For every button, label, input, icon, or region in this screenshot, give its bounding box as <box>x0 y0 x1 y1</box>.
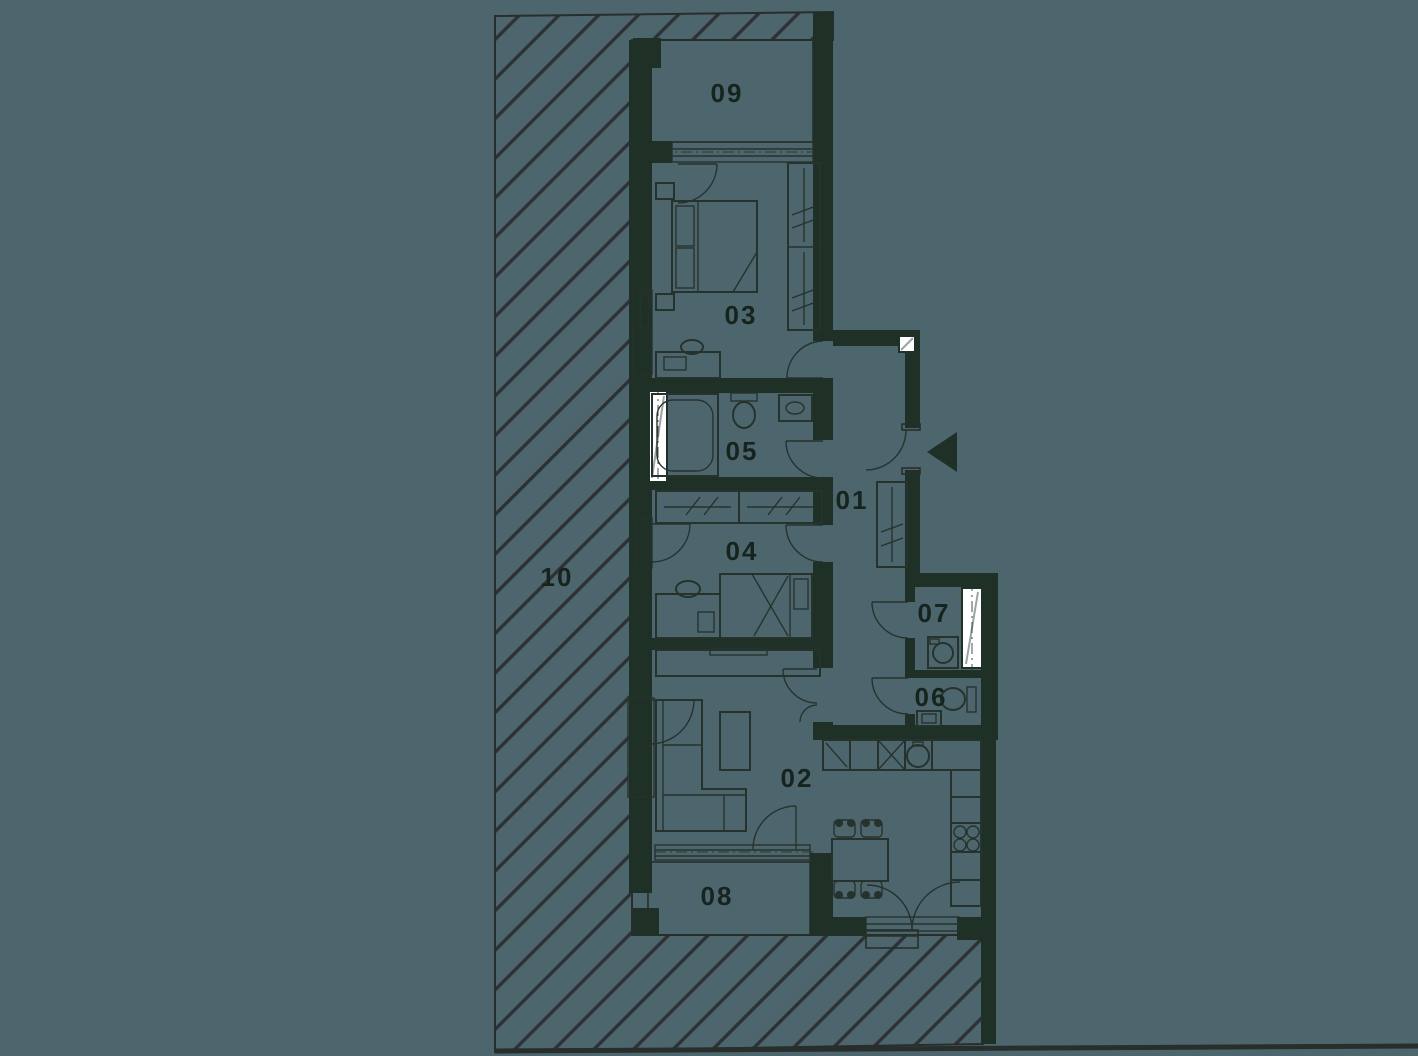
dining-set <box>831 819 889 899</box>
kitchen <box>822 739 982 907</box>
wardrobe-03 <box>787 162 821 331</box>
room-label-02: 02 <box>781 763 814 793</box>
bathtub <box>651 393 719 477</box>
living-area <box>655 647 821 832</box>
furniture-room-04 <box>655 573 813 639</box>
door-09-03 <box>677 163 718 204</box>
entry-landing <box>865 929 919 949</box>
balcony-door-02 <box>866 881 961 931</box>
toilet-bowl <box>732 401 756 429</box>
toilet-tank <box>730 392 758 402</box>
room-label-04: 04 <box>726 536 759 566</box>
room-label-01: 01 <box>836 485 869 515</box>
room-label-07: 07 <box>918 598 951 628</box>
door-01-04 <box>785 524 824 563</box>
door-01-07 <box>871 601 909 639</box>
corner-sofa <box>655 699 747 832</box>
kitchen-counter-top <box>822 739 982 771</box>
washbasin <box>778 394 813 422</box>
closet-row-04 <box>655 490 823 524</box>
door-01-03 <box>786 340 824 379</box>
door-02-08 <box>752 805 797 850</box>
garden-door-frame-03 <box>632 289 653 375</box>
garden-door-04 <box>651 523 691 563</box>
door-01-02 <box>782 668 818 723</box>
chair <box>860 880 883 899</box>
nightstand <box>655 182 675 200</box>
dressing-desk <box>655 351 721 379</box>
tv-cabinet <box>655 649 821 677</box>
room-labels: 01 02 03 04 05 06 07 08 09 10 <box>541 78 951 911</box>
furniture-room-03 <box>655 162 821 379</box>
desk-chair <box>675 580 701 598</box>
chair <box>860 819 883 838</box>
toilet-bowl <box>940 687 966 711</box>
chair <box>833 880 856 899</box>
single-bed <box>719 573 813 639</box>
kitchen-sink <box>906 744 930 768</box>
furniture-room-01 <box>876 481 908 568</box>
window-band-09-03 <box>671 141 814 163</box>
room-label-05: 05 <box>726 436 759 466</box>
center-dash-lines <box>640 151 973 925</box>
windows <box>627 141 983 932</box>
hall-wardrobe <box>876 481 908 568</box>
room-label-09: 09 <box>711 78 744 108</box>
walls <box>629 12 998 1044</box>
coffee-table <box>719 711 751 771</box>
plot-boundary-bottom <box>494 1043 1418 1054</box>
doors <box>649 163 961 931</box>
door-01-05 <box>785 440 824 479</box>
entrance-arrow <box>927 432 957 472</box>
furniture-room-06 <box>916 686 977 727</box>
kitchen-counter-side <box>950 769 982 907</box>
dining-table <box>831 838 889 882</box>
tv <box>709 647 768 656</box>
washing-machine <box>927 636 959 669</box>
furniture-room-05 <box>651 392 813 477</box>
small-sink <box>916 710 942 727</box>
hob <box>953 825 980 852</box>
stool <box>680 339 704 355</box>
room-label-10: 10 <box>541 562 574 592</box>
furniture-room-07 <box>927 636 959 669</box>
room-label-03: 03 <box>725 300 758 330</box>
garden-door-frame-04 <box>635 517 653 569</box>
room-label-08: 08 <box>701 881 734 911</box>
double-bed <box>671 200 758 293</box>
room-label-06: 06 <box>915 682 948 712</box>
door-01-06 <box>871 677 909 715</box>
entrance-door <box>865 423 921 475</box>
nightstand <box>655 293 675 311</box>
chair <box>833 819 856 838</box>
toilet-tank <box>966 686 977 713</box>
